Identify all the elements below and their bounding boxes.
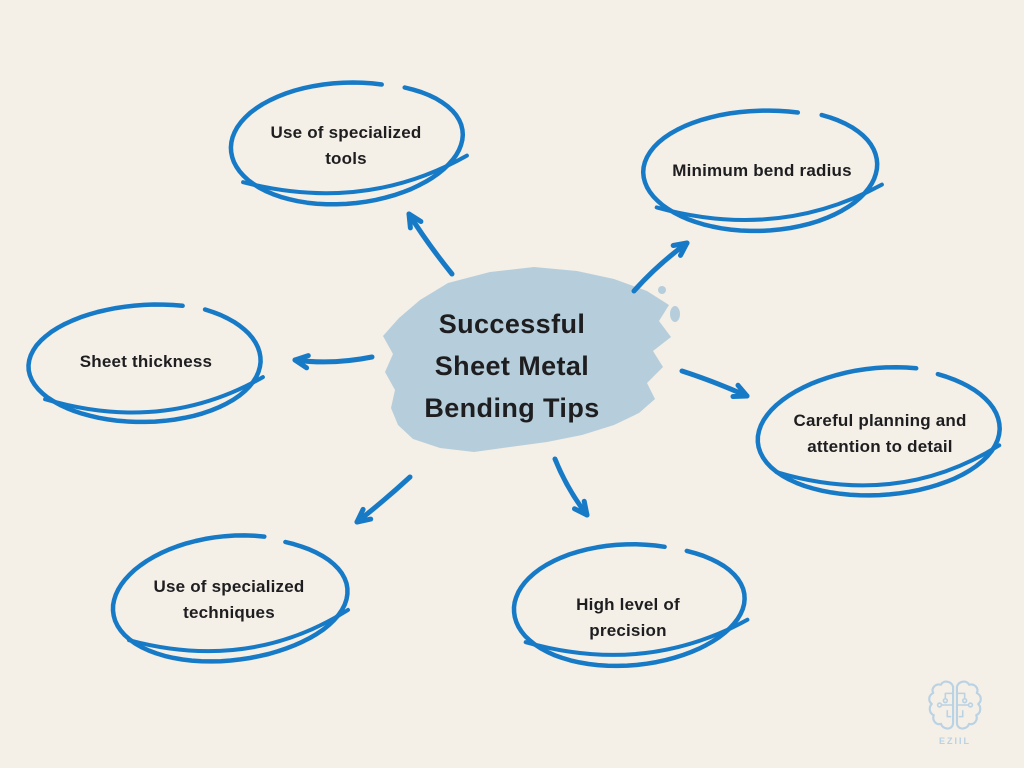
arrowhead-to-sheet-thickness (292, 353, 311, 371)
center-title-line: Successful (438, 309, 586, 339)
eziil-logo: EZIIL (926, 676, 984, 752)
arrowhead-to-specialized-tools (406, 211, 424, 231)
arrowhead-to-minimum-bend-radius (670, 240, 690, 258)
center-title: Successful Sheet Metal Bending Tips (424, 303, 599, 429)
arrow-to-high-precision (552, 456, 590, 518)
arrow-to-specialized-tools (406, 211, 455, 277)
node-ellipse-specialized-techniques (110, 533, 350, 664)
eziil-wordmark: EZIIL (939, 736, 971, 746)
label-line: precision (589, 621, 667, 640)
node-label-careful-planning: Careful planning and attention to detail (793, 408, 966, 460)
node-ellipse-tail-high-precision (523, 617, 750, 657)
arrowhead-to-careful-planning (730, 382, 750, 399)
arrow-to-minimum-bend-radius (631, 240, 690, 294)
center-title-line: Bending Tips (424, 393, 600, 423)
label-line: techniques (183, 603, 275, 622)
arrow-to-specialized-techniques (354, 474, 413, 525)
node-ellipse-high-precision (511, 542, 747, 669)
label-line: tools (325, 149, 367, 168)
label-line: Use of specialized (153, 577, 305, 596)
brush-fringe (658, 286, 666, 294)
node-label-minimum-bend-radius: Minimum bend radius (672, 158, 851, 184)
node-ellipse-tail-careful-planning (774, 443, 1002, 488)
node-ellipse-specialized-tools (228, 80, 466, 207)
arrow-to-careful-planning (679, 368, 750, 399)
label-line: Minimum bend radius (672, 161, 852, 180)
node-ellipse-careful-planning (755, 364, 1002, 498)
node-ellipse-sheet-thickness (26, 302, 263, 425)
node-ellipse-minimum-bend-radius (640, 108, 880, 234)
arrow-to-sheet-thickness (292, 354, 375, 365)
center-highlight-brush (383, 267, 671, 452)
label-line: Careful planning and (793, 411, 967, 430)
node-ellipse-tail-specialized-tools (241, 153, 469, 196)
node-ellipse-tail-minimum-bend-radius (654, 182, 884, 222)
label-line: Use of specialized (270, 123, 422, 142)
node-label-specialized-techniques: Use of specialized techniques (154, 574, 305, 626)
node-label-high-precision: High level of precision (576, 592, 680, 644)
label-line: attention to detail (807, 437, 953, 456)
arrowhead-to-specialized-techniques (354, 506, 374, 525)
brain-circuit-icon (928, 680, 982, 730)
node-label-specialized-tools: Use of specialized tools (271, 120, 422, 172)
node-ellipse-tail-specialized-techniques (127, 607, 350, 654)
label-line: High level of (576, 595, 680, 614)
node-ellipse-tail-sheet-thickness (43, 375, 265, 415)
node-label-sheet-thickness: Sheet thickness (80, 349, 212, 375)
center-title-line: Sheet Metal (434, 351, 590, 381)
brush-fringe (670, 306, 680, 322)
arrowhead-to-high-precision (572, 498, 590, 518)
label-line: Sheet thickness (79, 352, 213, 371)
